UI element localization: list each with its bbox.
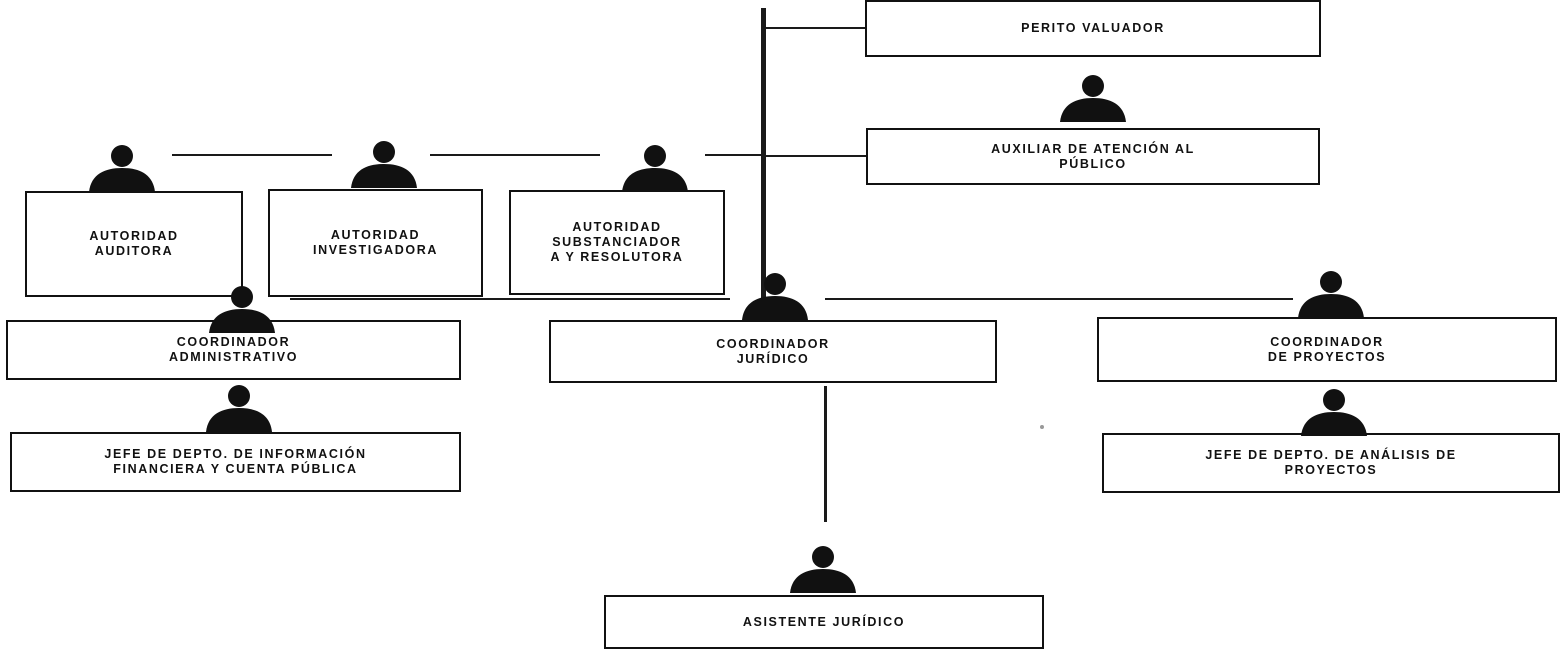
label-autoridad-investigadora: AUTORIDAD INVESTIGADORA [313, 228, 438, 257]
line-authorities-left [172, 154, 332, 156]
label-coordinador-administrativo: COORDINADOR ADMINISTRATIVO [168, 335, 299, 364]
label-auxiliar-atencion: AUXILIAR DE ATENCIÓN AL PÚBLICO [991, 141, 1195, 171]
person-icon [347, 138, 421, 188]
line-to-perito [766, 27, 866, 29]
label-jefe-informacion: JEFE DE DEPTO. DE INFORMACIÓN FINANCIERA… [104, 447, 367, 476]
box-coordinador-proyectos: COORDINADOR DE PROYECTOS [1097, 317, 1557, 382]
line-coordinators-right [825, 298, 1293, 300]
line-to-asistente [824, 386, 827, 522]
box-asistente-juridico: ASISTENTE JURÍDICO [604, 595, 1044, 649]
line-authorities-mid [430, 154, 600, 156]
label-autoridad-auditora: AUTORIDAD AUDITORA [89, 229, 179, 258]
person-icon [205, 283, 279, 333]
label-jefe-analisis: JEFE DE DEPTO. DE ANÁLISIS DE PROYECTOS [1205, 448, 1457, 477]
label-autoridad-substanciadora: AUTORIDAD SUBSTANCIADOR A Y RESOLUTORA [550, 220, 684, 264]
box-autoridad-auditora: AUTORIDAD AUDITORA [25, 191, 243, 297]
label-coordinador-proyectos: COORDINADOR DE PROYECTOS [1267, 334, 1387, 364]
line-coordinators-left [290, 298, 730, 300]
person-icon [1056, 72, 1130, 122]
line-authorities-right [705, 154, 761, 156]
person-icon [1297, 386, 1371, 436]
main-vertical-line [761, 8, 766, 298]
person-icon [738, 270, 812, 320]
person-icon [1294, 268, 1368, 318]
label-asistente-juridico: ASISTENTE JURÍDICO [742, 614, 906, 629]
scan-speck [1040, 425, 1044, 429]
box-jefe-informacion: JEFE DE DEPTO. DE INFORMACIÓN FINANCIERA… [10, 432, 461, 492]
label-perito-valuador: PERITO VALUADOR [1021, 21, 1165, 35]
box-perito-valuador: PERITO VALUADOR [865, 0, 1321, 57]
box-coordinador-juridico: COORDINADOR JURÍDICO [549, 320, 997, 383]
label-coordinador-juridico: COORDINADOR JURÍDICO [716, 336, 830, 366]
box-autoridad-investigadora: AUTORIDAD INVESTIGADORA [268, 189, 483, 297]
box-auxiliar-atencion: AUXILIAR DE ATENCIÓN AL PÚBLICO [866, 128, 1320, 185]
box-autoridad-substanciadora: AUTORIDAD SUBSTANCIADOR A Y RESOLUTORA [509, 190, 725, 295]
person-icon [618, 142, 692, 192]
line-to-auxiliar [766, 155, 868, 157]
person-icon [85, 142, 159, 192]
person-icon [202, 382, 276, 432]
box-jefe-analisis: JEFE DE DEPTO. DE ANÁLISIS DE PROYECTOS [1102, 433, 1560, 493]
person-icon [786, 543, 860, 593]
